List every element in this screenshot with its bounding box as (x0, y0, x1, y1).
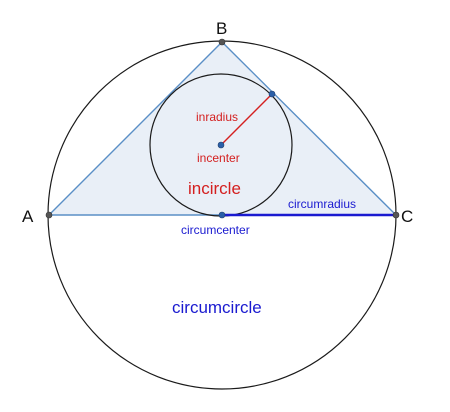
vertex-a-point (45, 211, 53, 219)
incenter-point (217, 141, 225, 149)
vertex-c-label: C (401, 207, 413, 226)
tangent-point (268, 90, 276, 98)
vertex-b-label: B (216, 19, 227, 38)
circumradius-label: circumradius (288, 197, 356, 211)
circumcenter-point (218, 211, 226, 219)
inradius-label: inradius (196, 110, 238, 124)
incenter-label: incenter (197, 151, 240, 165)
inradius-segment (220, 93, 273, 146)
incircle-label: incircle (188, 179, 241, 198)
vertex-b-point (218, 38, 226, 46)
vertex-c-point (392, 211, 400, 219)
circumcircle-label: circumcircle (172, 298, 262, 317)
vertex-a-label: A (22, 207, 34, 226)
circumcenter-label: circumcenter (181, 223, 250, 237)
